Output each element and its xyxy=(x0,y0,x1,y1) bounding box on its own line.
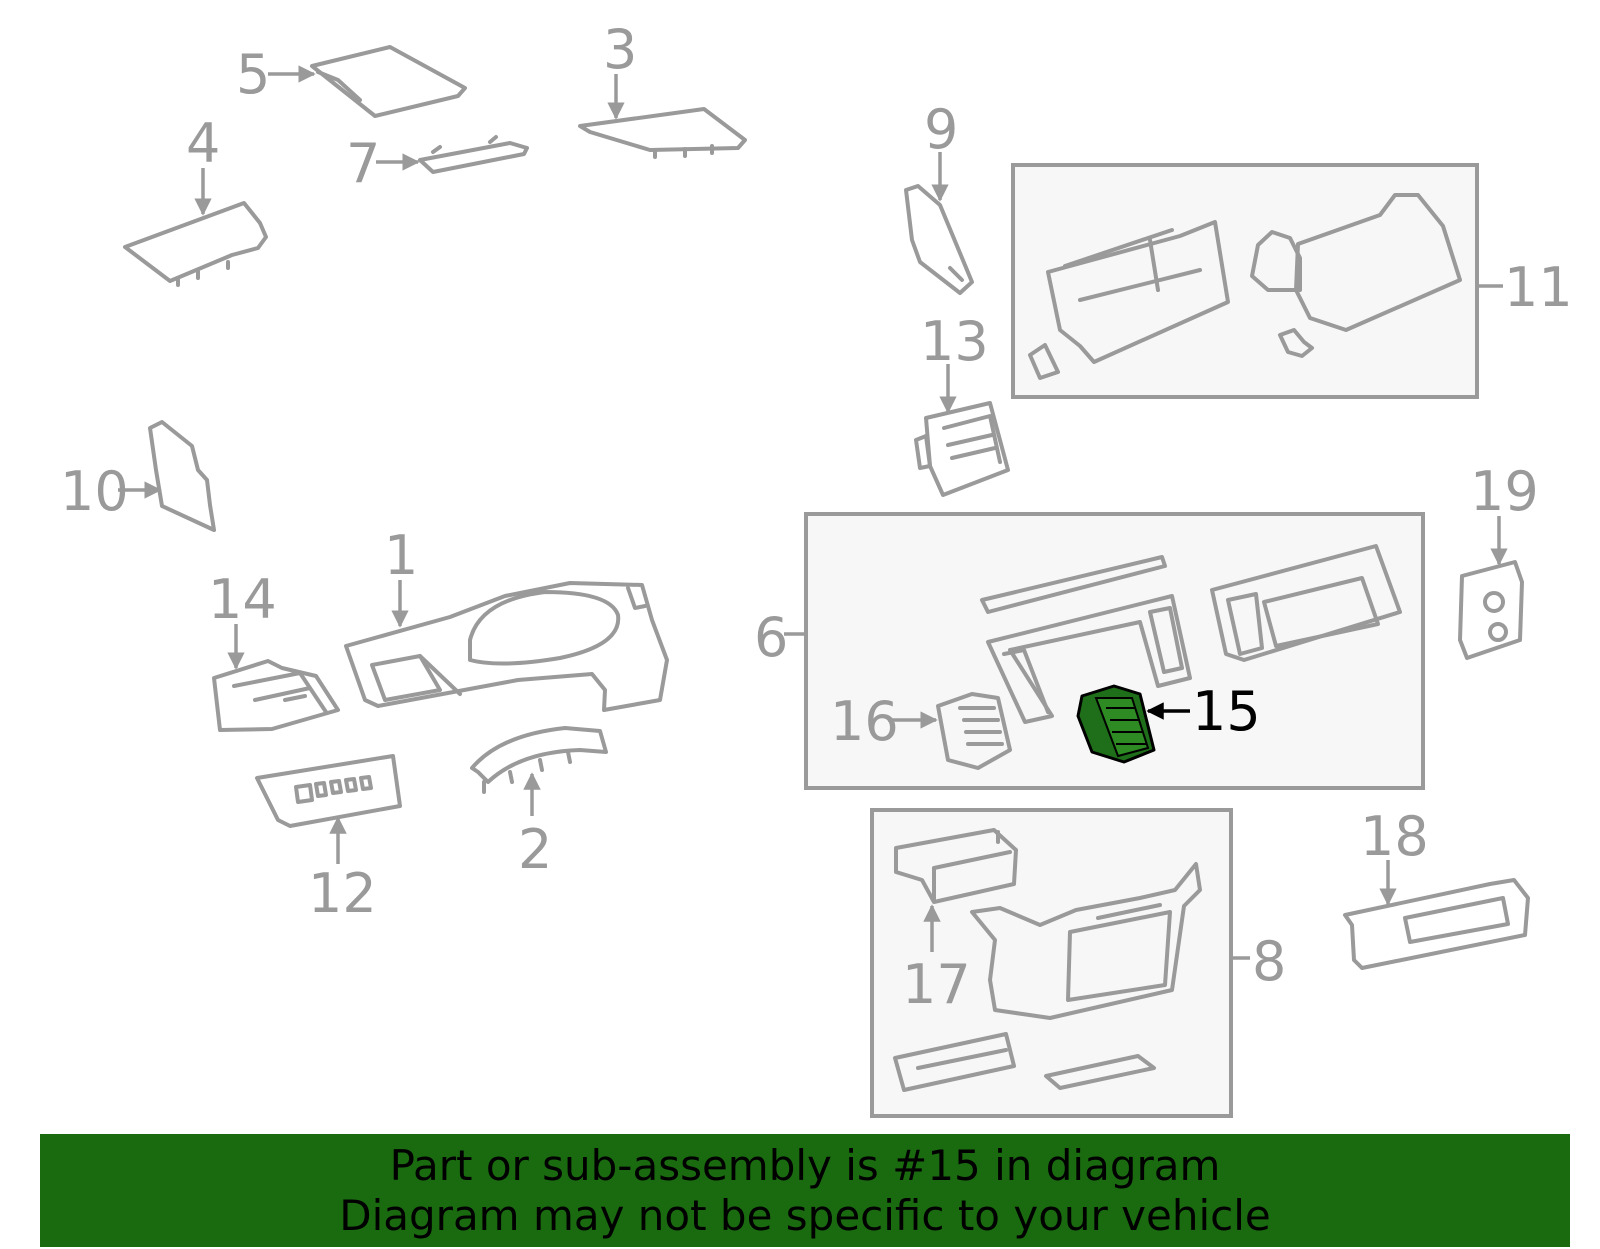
group-box-11 xyxy=(1011,163,1479,399)
part-16 xyxy=(936,692,1012,770)
callout-3: 3 xyxy=(603,18,637,81)
callout-19: 19 xyxy=(1470,460,1539,523)
part-7 xyxy=(418,135,529,174)
part-9 xyxy=(904,184,974,295)
callout-16: 16 xyxy=(830,690,899,753)
callout-18: 18 xyxy=(1360,805,1429,868)
callout-11: 11 xyxy=(1504,256,1573,319)
part-2 xyxy=(470,726,608,794)
part-5 xyxy=(310,45,467,118)
callout-6: 6 xyxy=(754,606,788,669)
part-14 xyxy=(212,659,340,732)
callout-15: 15 xyxy=(1192,680,1261,743)
leader-lines xyxy=(118,65,1508,960)
part-11 xyxy=(1028,193,1462,380)
part-18 xyxy=(1343,878,1530,970)
callout-10: 10 xyxy=(60,460,129,523)
callout-9: 9 xyxy=(924,98,958,161)
callout-1: 1 xyxy=(384,524,418,587)
callout-12: 12 xyxy=(308,862,377,925)
part-19 xyxy=(1458,560,1524,660)
part-3 xyxy=(578,107,747,159)
part-15-highlighted xyxy=(1076,684,1156,764)
info-banner: Part or sub-assembly is #15 in diagram D… xyxy=(40,1134,1570,1247)
part-17 xyxy=(894,828,1018,904)
callout-5: 5 xyxy=(236,43,270,106)
callout-4: 4 xyxy=(186,112,220,175)
callout-17: 17 xyxy=(902,953,971,1016)
callout-7: 7 xyxy=(346,132,380,195)
part-1 xyxy=(344,581,669,712)
callout-14: 14 xyxy=(208,568,277,631)
part-4 xyxy=(123,201,268,287)
callout-13: 13 xyxy=(920,310,989,373)
part-12 xyxy=(255,754,402,828)
banner-line-part: Part or sub-assembly is #15 in diagram xyxy=(389,1141,1221,1190)
part-8 xyxy=(893,862,1202,1092)
banner-line-disclaimer: Diagram may not be specific to your vehi… xyxy=(339,1191,1271,1240)
part-6 xyxy=(980,544,1402,724)
callout-labels: 5 3 7 4 10 14 1 2 12 9 11 13 19 6 16 15 … xyxy=(60,18,1573,1016)
part-10 xyxy=(148,420,216,532)
part-13 xyxy=(914,401,1010,497)
callout-8: 8 xyxy=(1252,930,1286,993)
callout-2: 2 xyxy=(518,818,552,881)
